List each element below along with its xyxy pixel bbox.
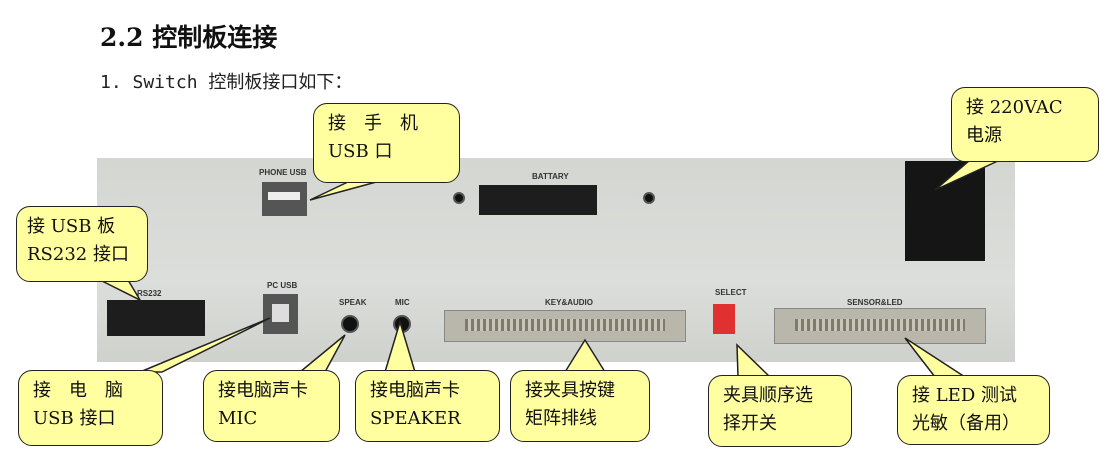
callout-tail xyxy=(904,337,968,378)
callout-led: 接 LED 测试光敏（备用） xyxy=(897,375,1050,445)
callout-mic: 接电脑声卡 MIC xyxy=(203,370,340,442)
callout-line: USB 接口 xyxy=(33,408,116,429)
photo-label-select: SELECT xyxy=(715,288,747,297)
callout-line: RS232 接口 xyxy=(27,244,129,265)
callout-speaker: 接电脑声卡 SPEAKER xyxy=(355,370,500,442)
callout-line: 接 电 脑 xyxy=(33,380,123,401)
callout-line: 接 LED 测试 xyxy=(912,385,1017,406)
callout-select: 夹具顺序选择开关 xyxy=(708,375,852,447)
callout-tail xyxy=(563,338,607,373)
key-audio-header xyxy=(444,310,686,342)
callout-key-matrix: 接夹具按键矩阵排线 xyxy=(510,370,650,442)
battery-slot xyxy=(479,185,597,215)
callout-line: USB 口 xyxy=(328,141,393,162)
rs232-port xyxy=(107,300,205,336)
power-socket xyxy=(905,161,985,261)
callout-tail xyxy=(99,279,142,302)
photo-label-sensor-led: SENSOR&LED xyxy=(847,298,903,307)
callout-line: 接 220VAC xyxy=(966,97,1063,118)
photo-label-key-audio: KEY&AUDIO xyxy=(545,298,594,307)
phone-usb-port xyxy=(262,182,307,216)
callout-line: 接夹具按键 xyxy=(525,380,615,401)
callout-line: 接 USB 板 xyxy=(27,216,116,237)
callout-line: 接电脑声卡 xyxy=(218,380,308,401)
callout-tail xyxy=(139,317,271,373)
callout-tail xyxy=(934,159,1001,191)
photo-label-speak: SPEAK xyxy=(339,298,367,307)
pc-usb-port xyxy=(263,294,298,334)
photo-label-pc-usb: PC USB xyxy=(267,281,298,290)
callout-power: 接 220VAC 电源 xyxy=(951,87,1099,162)
callout-pc-usb: 接 电 脑 USB 接口 xyxy=(18,370,163,446)
screw-hole xyxy=(643,192,655,204)
callout-line: SPEAKER xyxy=(370,408,461,429)
callout-line: 夹具顺序选 xyxy=(723,385,813,406)
callout-tail xyxy=(309,180,381,201)
callout-line: MIC xyxy=(218,408,258,429)
callout-line: 接 手 机 xyxy=(328,113,418,134)
callout-tail xyxy=(736,343,772,378)
callout-tail xyxy=(297,334,346,373)
photo-label-mic: MIC xyxy=(395,298,410,307)
callout-line: 光敏（备用） xyxy=(912,413,1020,434)
callout-tail xyxy=(383,319,417,373)
callout-line: 择开关 xyxy=(723,413,777,434)
section-heading: 2.2 控制板连接 xyxy=(100,23,278,52)
callout-line: 矩阵排线 xyxy=(525,408,597,429)
callout-line: 电源 xyxy=(966,125,1002,146)
callout-phone-usb: 接 手 机 USB 口 xyxy=(313,103,460,183)
callout-line: 接电脑声卡 xyxy=(370,380,460,401)
speak-jack xyxy=(341,315,359,333)
sensor-led-header xyxy=(774,308,986,344)
callout-rs232: 接 USB 板 RS232 接口 xyxy=(16,206,148,282)
photo-label-rs232: RS232 xyxy=(137,289,162,298)
select-dip-switch xyxy=(713,304,735,334)
photo-label-battary: BATTARY xyxy=(532,172,569,181)
photo-label-phone-usb: PHONE USB xyxy=(259,168,307,177)
screw-hole xyxy=(453,192,465,204)
intro-text: 1. Switch 控制板接口如下： xyxy=(100,72,353,93)
